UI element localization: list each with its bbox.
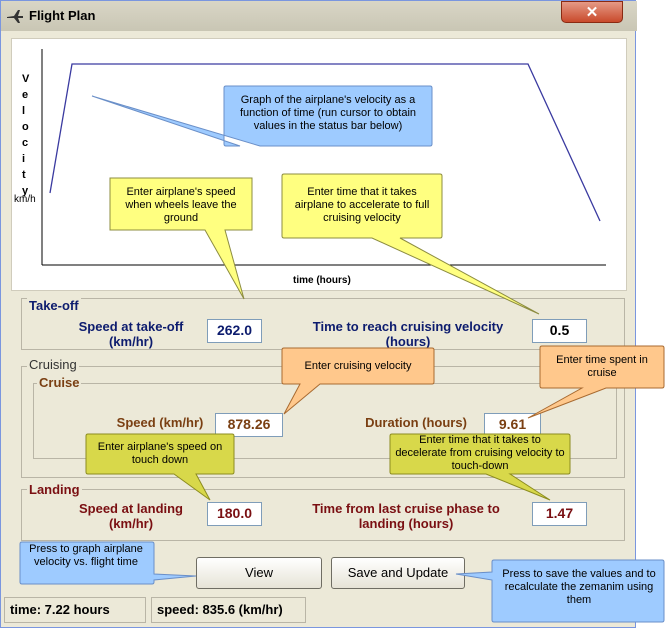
callout-touchdown-speed-text: Enter airplane's speed on touch down: [97, 441, 223, 466]
y-axis-label-letter: y: [22, 185, 29, 197]
callout-accel-time-text: Enter time that it takes airplane to acc…: [294, 186, 430, 224]
status-time: time: 7.22 hours: [4, 597, 146, 623]
y-axis-label-letter: c: [22, 137, 28, 149]
y-axis-label-letter: l: [22, 105, 25, 117]
callout-cruise-time-text: Enter time spent in cruise: [556, 354, 648, 379]
callout-cruise-time: [527, 345, 665, 419]
decel-time-label: Time from last cruise phase to landing (…: [312, 501, 500, 531]
callout-touchdown-speed: [85, 433, 235, 501]
velocity-line: [49, 63, 601, 222]
cruise-duration-label: Duration (hours): [365, 415, 467, 430]
y-axis-label-letter: t: [22, 169, 26, 181]
window-title: Flight Plan: [29, 8, 96, 23]
cruise-legend: Cruise: [37, 375, 82, 390]
accel-time-input[interactable]: 0.5: [532, 319, 587, 343]
cruise-speed-label: Speed (km/hr): [116, 415, 204, 430]
accel-time-label: Time to reach cruising velocity (hours): [312, 319, 504, 349]
y-axis-label-letter: e: [22, 89, 28, 101]
close-icon: ✕: [585, 4, 599, 21]
callout-press-save-text: Press to save the values and to recalcul…: [502, 568, 656, 606]
y-axis-label-letter: i: [22, 153, 25, 165]
landing-group: [21, 489, 625, 541]
view-button[interactable]: View: [196, 557, 322, 589]
callout-accel-time: [281, 173, 540, 315]
callout-press-graph-text: Press to graph airplane velocity vs. fli…: [29, 543, 143, 568]
landing-speed-input[interactable]: 180.0: [207, 502, 262, 526]
cruise-speed-input[interactable]: 878.26: [215, 413, 283, 437]
cruising-legend: Cruising: [27, 357, 79, 372]
y-axis-label-letter: V: [22, 73, 30, 85]
landing-speed-label: Speed at landing (km/hr): [78, 501, 183, 531]
callout-takeoff-speed-text: Enter airplane's speed when wheels leave…: [125, 186, 237, 224]
callout-decel-time: [389, 433, 571, 501]
title-bar[interactable]: Flight Plan ✕: [1, 1, 637, 31]
airplane-icon: [7, 10, 23, 23]
y-unit-label: km/h: [14, 194, 36, 205]
callout-graph-info-text: Graph of the airplane's velocity as a fu…: [239, 94, 417, 132]
y-axis-label-letter: o: [22, 121, 29, 133]
landing-legend: Landing: [27, 482, 82, 497]
takeoff-speed-input[interactable]: 262.0: [207, 319, 262, 343]
callout-cruise-velocity: [281, 347, 435, 415]
status-speed: speed: 835.6 (km/hr): [151, 597, 306, 623]
callout-decel-time-text: Enter time that it takes to decelerate f…: [395, 434, 565, 472]
save-update-button[interactable]: Save and Update: [331, 557, 465, 589]
x-axis-label: time (hours): [293, 275, 351, 286]
callout-press-save: [455, 559, 665, 623]
takeoff-speed-label: Speed at take-off (km/hr): [78, 319, 184, 349]
callout-takeoff-speed: [109, 177, 253, 300]
takeoff-legend: Take-off: [27, 298, 81, 313]
callout-press-graph: [19, 541, 197, 585]
close-button[interactable]: ✕: [561, 1, 623, 23]
callout-graph-info: [91, 85, 433, 147]
decel-time-input[interactable]: 1.47: [532, 502, 587, 526]
callout-cruise-velocity-text: Enter cruising velocity: [304, 360, 412, 372]
